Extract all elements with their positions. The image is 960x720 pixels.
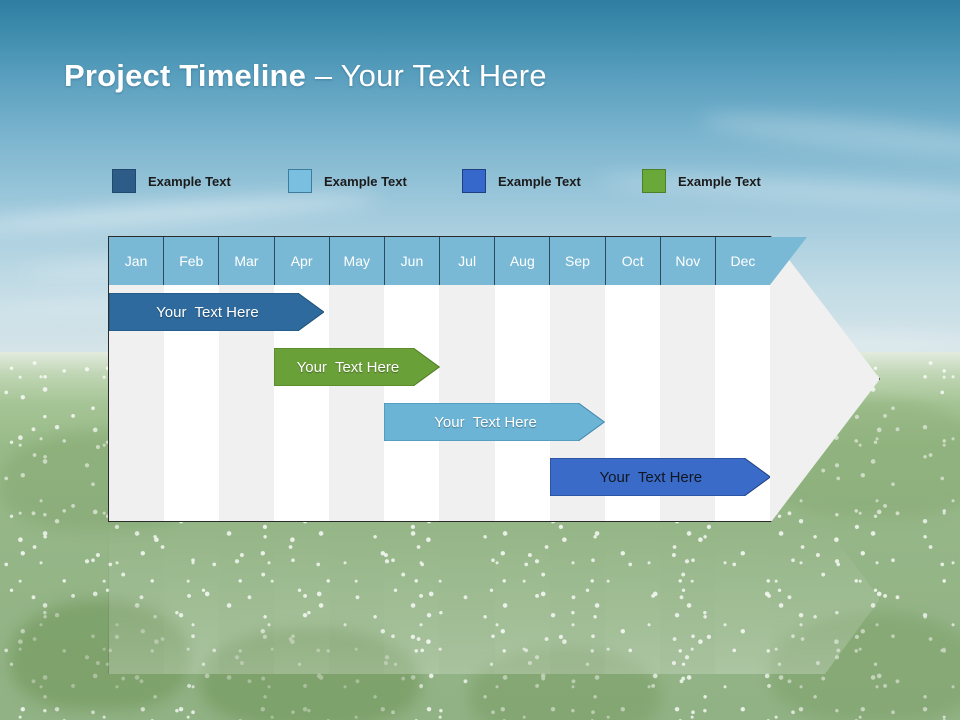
- legend-swatch-icon: [642, 169, 666, 193]
- legend-swatch-icon: [462, 169, 486, 193]
- cloud-streak-icon: [0, 190, 381, 236]
- legend-item-label: Example Text: [498, 173, 581, 189]
- task-bar-label: Your Text Here: [599, 468, 703, 486]
- legend: Example Text Example Text Example Text Exam…: [112, 166, 832, 196]
- task-bar-3[interactable]: Your Text Here: [384, 403, 605, 441]
- task-bar-chevron-icon: [384, 403, 605, 441]
- task-bar-2[interactable]: Your Text Here: [274, 348, 440, 386]
- grass-clump: [10, 600, 190, 710]
- month-header-dec[interactable]: Dec: [715, 237, 771, 285]
- month-header-jan[interactable]: Jan: [109, 237, 165, 285]
- month-header-apr[interactable]: Apr: [274, 237, 330, 285]
- legend-item-2[interactable]: Example Text: [288, 166, 407, 196]
- grass-clump: [470, 648, 660, 720]
- task-bar-label: Your Text Here: [156, 303, 259, 321]
- legend-swatch-icon: [112, 169, 136, 193]
- month-header-nov[interactable]: Nov: [660, 237, 716, 285]
- legend-swatch-icon: [288, 169, 312, 193]
- month-header-jul[interactable]: Jul: [440, 237, 496, 285]
- month-header-oct[interactable]: Oct: [605, 237, 661, 285]
- month-header-aug[interactable]: Aug: [495, 237, 551, 285]
- task-bar-chevron-icon: [549, 458, 770, 496]
- legend-item-3[interactable]: Example Text: [462, 166, 581, 196]
- legend-item-label: Example Text: [678, 173, 761, 189]
- page-title-separator: –: [306, 58, 341, 93]
- task-bar-1[interactable]: Your Text Here: [109, 293, 324, 331]
- page-title-light-part: Your Text Here: [340, 58, 547, 93]
- legend-item-label: Example Text: [324, 173, 407, 189]
- grass-clump: [770, 612, 960, 720]
- legend-item-4[interactable]: Example Text: [642, 166, 761, 196]
- legend-item-1[interactable]: Example Text: [112, 166, 231, 196]
- legend-item-label: Example Text: [148, 173, 231, 189]
- page-title-bold-part: Project Timeline: [64, 58, 307, 93]
- month-header-jun[interactable]: Jun: [384, 237, 441, 285]
- month-header-may[interactable]: May: [329, 237, 385, 285]
- month-header-mar[interactable]: Mar: [219, 237, 275, 285]
- task-bar-label: Your Text Here: [434, 413, 537, 431]
- task-bar-label: Your Text Here: [296, 358, 400, 376]
- grass-clump: [200, 628, 420, 720]
- task-bar-chevron-icon: [274, 348, 440, 386]
- task-bar-chevron-icon: [109, 293, 324, 331]
- cloud-streak-icon: [699, 105, 960, 165]
- page-title: Project Timeline – Your Text Here: [64, 58, 547, 94]
- month-header-feb[interactable]: Feb: [164, 237, 220, 285]
- task-bar-4[interactable]: Your Text Here: [549, 458, 770, 496]
- month-header-sep[interactable]: Sep: [550, 237, 606, 285]
